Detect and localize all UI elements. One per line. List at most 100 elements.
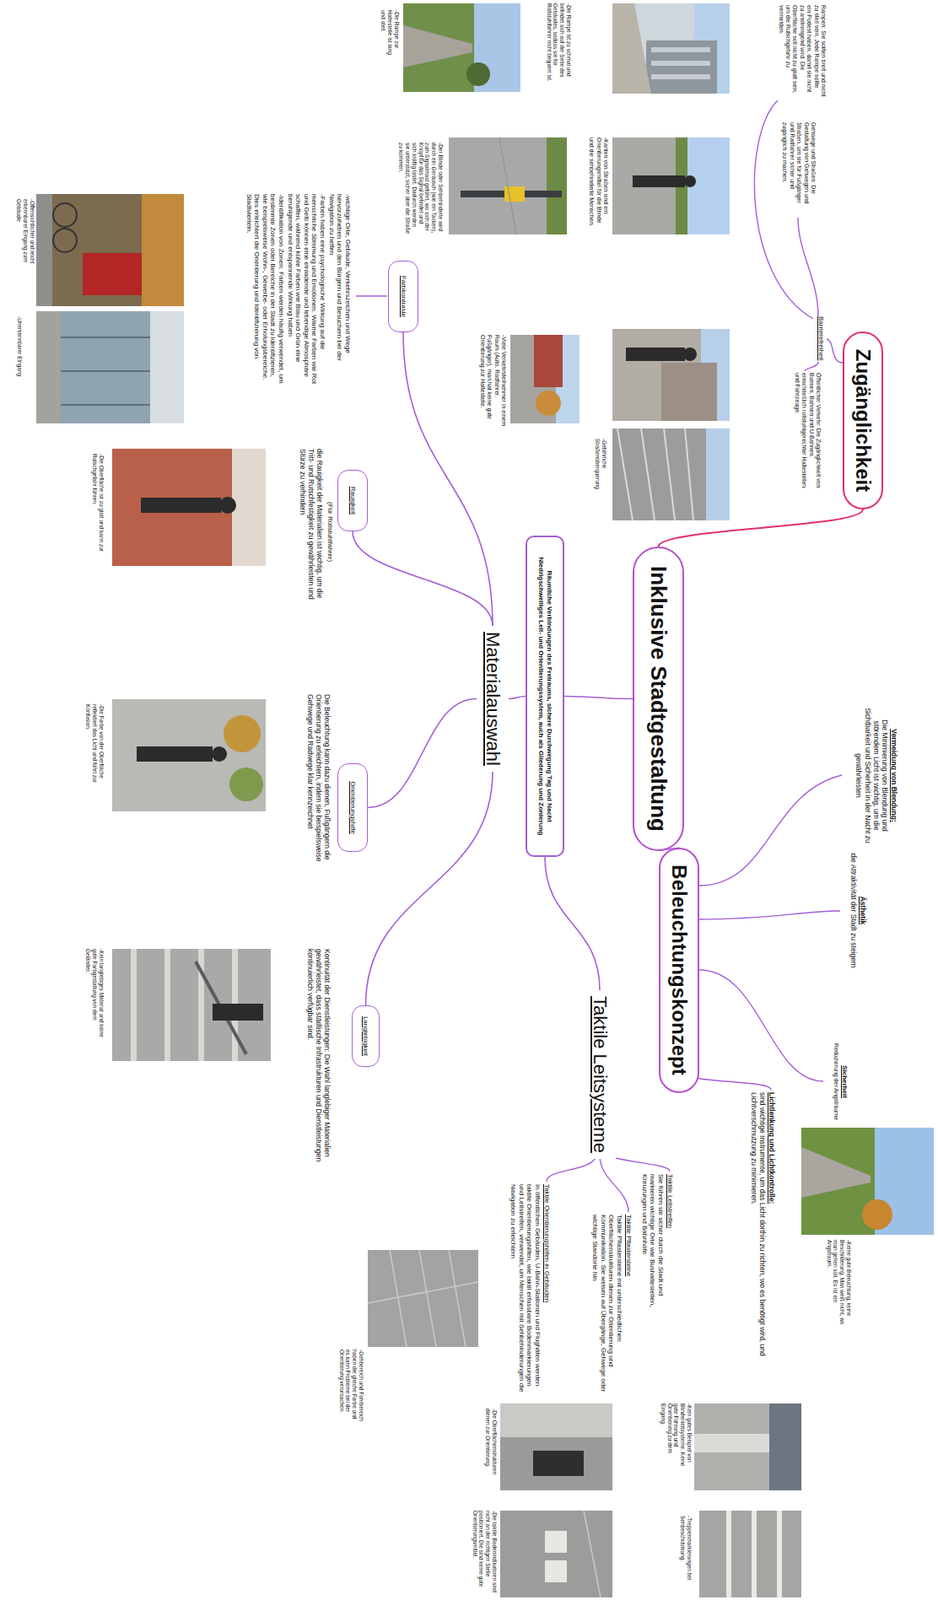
node-text: Orientierungshilfe bbox=[348, 781, 357, 835]
leader-line bbox=[797, 217, 819, 317]
subtopic-box: Rauigkeit bbox=[337, 469, 368, 532]
note-text: Öffentlicher Verkehr: Die Zugänglichkeit… bbox=[792, 372, 822, 491]
photo-caption: -Die Rampe zur Haltestelle ist lang und … bbox=[380, 10, 400, 65]
node-text: Taktile Leitsysteme bbox=[587, 996, 612, 1154]
photo-caption: -Viele Verkehrsteilnehmer in einem Raum … bbox=[478, 334, 507, 429]
note-text: -wichtige Orte, Gebäude, Verkehrszeichen… bbox=[327, 194, 352, 389]
node-text: Inklusive Stadtgestaltung bbox=[644, 566, 673, 832]
photo bbox=[367, 1250, 479, 1348]
main-topic: Beleuchtungskonzept bbox=[658, 847, 700, 1094]
connector bbox=[508, 696, 526, 700]
photo-caption: -Die Oberfläche ist zu glatt und kann zu… bbox=[91, 453, 105, 556]
note-text: Rampen: Sie sollten breit und nicht zu s… bbox=[776, 5, 827, 98]
photo-caption: -Die Oberflächenstrukturen dienen zur Or… bbox=[484, 1408, 498, 1481]
central-topic: Inklusive Stadtgestaltung bbox=[632, 546, 685, 852]
leader-line bbox=[546, 1155, 597, 1182]
note-text: sind wichtige Instrumente, um das Licht … bbox=[749, 1092, 767, 1359]
photo bbox=[36, 311, 184, 424]
note-text: -Farben haben eine psychologische Wirkun… bbox=[285, 194, 327, 389]
note-text: Reduzierung der Angsträume bbox=[832, 1040, 840, 1123]
leader-line bbox=[826, 339, 843, 363]
leader-line bbox=[699, 970, 824, 1082]
photo-caption: -Gefährliche Straßenüberquerung bbox=[593, 438, 608, 515]
subtopic-box: Orientierungshilfe bbox=[337, 763, 368, 852]
branch-label: Barrierefreiheit bbox=[816, 316, 825, 361]
photo bbox=[500, 1510, 613, 1598]
photo-caption: -Unerkennbarer Eingang bbox=[16, 316, 23, 393]
photo-caption: -Die Farbe von der Oberfläche reflektier… bbox=[85, 704, 105, 785]
heading-text: Sicherheit bbox=[840, 1040, 849, 1123]
connector bbox=[403, 332, 493, 626]
heading-text: Taktile Leitstreifen bbox=[665, 1174, 674, 1327]
leader-line bbox=[699, 775, 842, 886]
photo bbox=[801, 1127, 934, 1235]
branch-hub: Taktile Leitsysteme bbox=[583, 990, 616, 1160]
connector bbox=[564, 696, 633, 700]
photo bbox=[36, 194, 184, 307]
connector bbox=[544, 857, 600, 991]
photo-caption: -Kein gutes Beispiel von Blindenleitsyst… bbox=[659, 1403, 693, 1476]
main-topic: Zugänglichkeit bbox=[842, 331, 884, 510]
photo bbox=[612, 428, 730, 521]
node-text: Farbkontraste bbox=[398, 275, 408, 318]
photo bbox=[500, 1403, 613, 1491]
heading-text: Taktile Pflastersteine bbox=[624, 1214, 633, 1399]
connector bbox=[658, 509, 864, 547]
photo-caption: -Kein langlebiges Material und keine gut… bbox=[85, 948, 105, 1042]
photo-caption: -Gehbereich und Fahrbereich haben die gl… bbox=[338, 1349, 365, 1427]
photo bbox=[112, 448, 266, 567]
node-text: Rauigkeit bbox=[348, 486, 357, 515]
subtopic-box: Farbkontraste bbox=[388, 260, 419, 333]
photo bbox=[694, 1403, 802, 1491]
note-text: die Attraktivität der Stadt zu steigern bbox=[849, 841, 858, 980]
photo bbox=[612, 3, 730, 94]
heading-text: Vermeidung von Blendung: bbox=[889, 704, 899, 847]
photo bbox=[112, 948, 271, 1062]
node-text: Zugänglichkeit bbox=[850, 349, 876, 492]
note-text: Kontinuität der Dienstleistungen: Die Wa… bbox=[305, 948, 332, 1164]
photo-caption: -Treppenmarkierungen bei Sehbeschränkung… bbox=[679, 1515, 693, 1588]
note-text: Die Beleuchtung kann dazu dienen, Fußgän… bbox=[305, 694, 332, 889]
note-text: (Für Rollstuhlfahrer) bbox=[325, 501, 335, 562]
photo-caption: -Offensichtlicher und leicht erkennbarer… bbox=[16, 199, 36, 275]
photo bbox=[403, 3, 521, 92]
photo bbox=[448, 137, 567, 235]
node-text: Räumliche Verbindungen des Freiraums, si… bbox=[544, 570, 554, 822]
branch-hub: Materialauswahl bbox=[476, 625, 509, 772]
node-text: Materialauswahl bbox=[480, 631, 505, 766]
connector bbox=[367, 699, 477, 809]
node-text: Niedrigschwelliges Leit- und Orientierun… bbox=[536, 557, 545, 836]
heading-text: Ästhetik bbox=[858, 841, 868, 980]
photo bbox=[112, 699, 266, 812]
photo-caption: -Kanten von Straßen sind ein Orientierun… bbox=[587, 137, 610, 232]
photo bbox=[612, 137, 730, 235]
heading-text: Taktile Orientierungshilfen in Gebäuden bbox=[542, 1184, 551, 1396]
note-text: Sie führen sie sicher durch die Stadt un… bbox=[640, 1174, 665, 1327]
leader-line bbox=[804, 361, 819, 372]
photo-caption: -Keine gute Beleuchtung, keine Beschilde… bbox=[825, 1239, 852, 1327]
photo-caption: -Der Blinde oder Sehbehinderte wird durc… bbox=[397, 142, 444, 235]
note-text: Gehwege und Straßen: Die Gestaltung von … bbox=[781, 122, 817, 215]
leader-line bbox=[699, 911, 841, 920]
subtopic-box: Räumliche Verbindungen des Freiraums, si… bbox=[525, 535, 565, 858]
connector bbox=[352, 531, 493, 626]
heading-text: Lichtlenkung und Lichtkontrolle: bbox=[767, 1092, 777, 1278]
photo-caption: -Die Rampe ist zu schmal und befindet si… bbox=[545, 3, 572, 88]
subtopic-box: Langlebigkeit bbox=[351, 1005, 380, 1068]
note-text: In öffentlichen Gebäuden, U-Bahn-Station… bbox=[509, 1184, 542, 1396]
leader-line bbox=[599, 1155, 629, 1213]
photo bbox=[699, 1510, 802, 1598]
note-text: -Identifikation von Zonen: Farben werden… bbox=[244, 194, 286, 389]
leader-line bbox=[355, 295, 388, 297]
node-text: Beleuchtungskonzept bbox=[666, 864, 692, 1075]
node-text: Langlebigkeit bbox=[361, 1016, 371, 1057]
connector bbox=[366, 771, 494, 1006]
photo-caption: -Die taktile Bodenindikatoren sind nicht… bbox=[471, 1510, 498, 1598]
note-text: Die Minimierung von Blendung und störend… bbox=[854, 704, 890, 847]
photo bbox=[612, 328, 730, 421]
photo bbox=[510, 334, 580, 424]
